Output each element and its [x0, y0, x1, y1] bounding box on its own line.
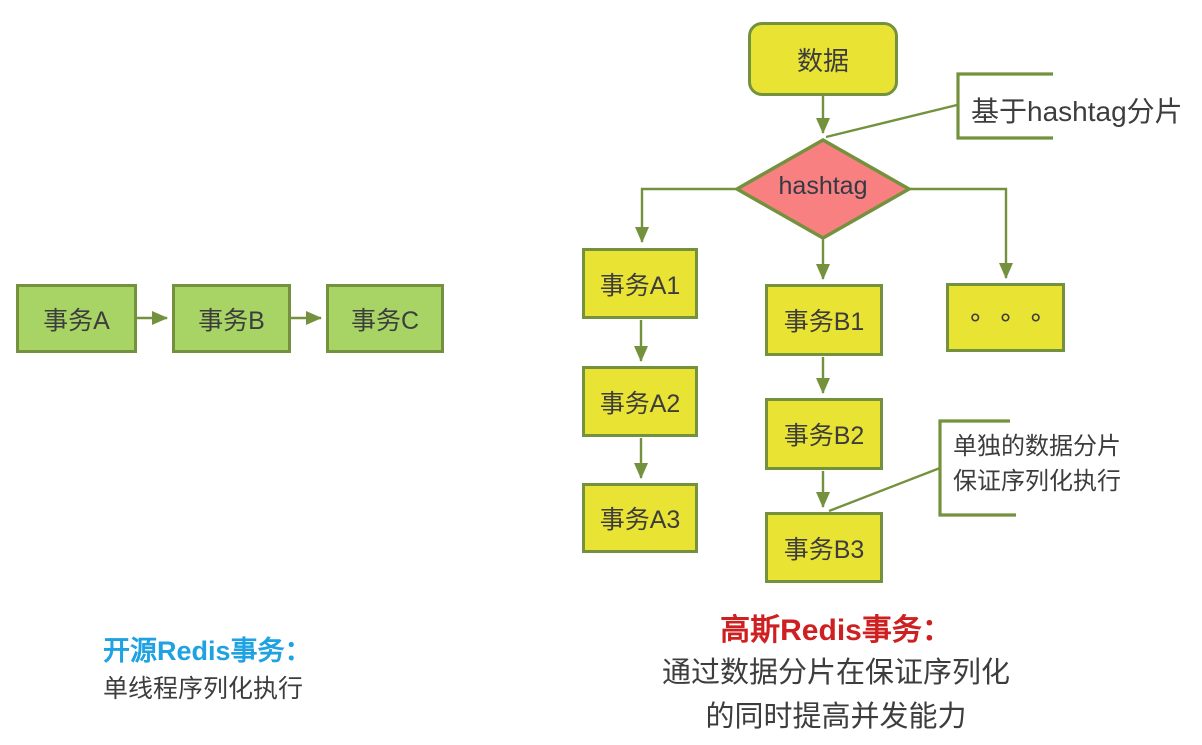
- caption-body: 单线程序列化执行: [103, 675, 304, 703]
- branch-right-to-ellipsis: [910, 187, 1013, 279]
- node-label: 事务B: [198, 306, 265, 335]
- node-transaction-b2: 事务B2: [765, 398, 883, 470]
- node-label: 事务A1: [599, 271, 681, 300]
- node-transaction-b3: 事务B3: [765, 512, 883, 583]
- node-label: 事务B1: [783, 308, 865, 336]
- caption-title: 开源Redis事务：: [103, 636, 312, 666]
- hashtag-diamond-shape: [733, 137, 913, 241]
- node-transaction-a: 事务A: [16, 284, 137, 353]
- node-data-source: 数据: [748, 22, 898, 96]
- bottom-callout-line1: 单独的数据分片: [953, 433, 1121, 460]
- caption-title: 高斯Redis事务：: [720, 614, 952, 647]
- top-callout-leader-line: [825, 103, 958, 139]
- node-transaction-c: 事务C: [326, 284, 444, 353]
- top-callout-bracket: [956, 72, 1053, 140]
- node-transaction-a1: 事务A1: [582, 248, 698, 319]
- hashtag-diamond-label: hashtag: [778, 172, 868, 200]
- bottom-callout-text: 单独的数据分片 保证序列化执行: [953, 429, 1121, 499]
- node-transaction-b1: 事务B1: [765, 284, 883, 356]
- node-label: 事务B3: [783, 535, 865, 564]
- branch-left-to-a1: [635, 187, 736, 243]
- node-ellipsis: ∘∘∘: [946, 283, 1065, 352]
- node-label: 事务A2: [599, 389, 681, 418]
- node-label: 事务A: [43, 306, 110, 335]
- bottom-callout-line2: 保证序列化执行: [953, 468, 1121, 495]
- top-callout-text: 基于hashtag分片: [971, 96, 1183, 127]
- ellipsis-dots: ∘∘∘: [967, 302, 1058, 332]
- node-transaction-a3: 事务A3: [582, 483, 698, 553]
- node-label: 事务C: [350, 306, 420, 335]
- caption-line2: 的同时提高并发能力: [705, 701, 967, 733]
- node-transaction-a2: 事务A2: [582, 366, 698, 437]
- node-label: 事务A3: [599, 506, 681, 534]
- caption-line1: 通过数据分片在保证序列化: [661, 657, 1010, 689]
- node-label: 数据: [796, 45, 849, 76]
- bottom-callout-leader-line: [828, 466, 941, 513]
- node-label: 事务B2: [783, 422, 865, 450]
- open-source-redis-caption: 开源Redis事务： 单线程序列化执行: [103, 631, 312, 708]
- gauss-redis-caption: 高斯Redis事务： 通过数据分片在保证序列化 的同时提高并发能力: [626, 610, 1046, 739]
- node-transaction-b: 事务B: [172, 284, 291, 353]
